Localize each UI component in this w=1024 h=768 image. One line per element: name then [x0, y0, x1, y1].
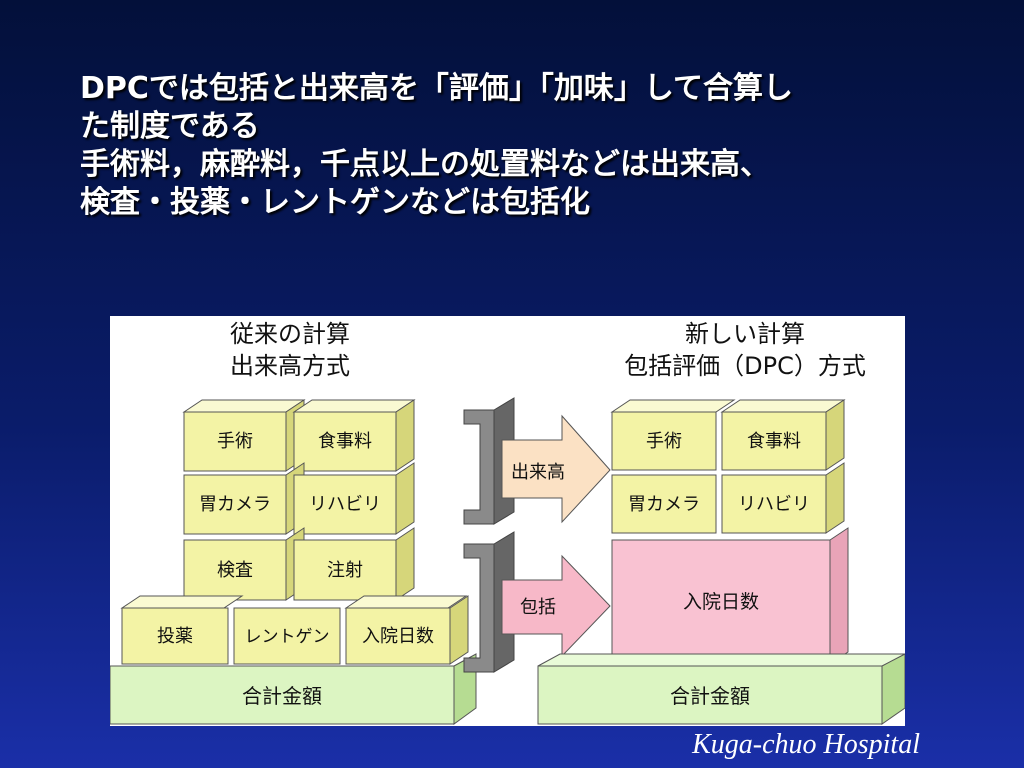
left-title-line-1: 従来の計算 [230, 320, 350, 348]
left-title-line-2: 出来高方式 [230, 352, 350, 380]
left-block-surgery: 手術 [182, 399, 306, 472]
heading-line-3: 手術料，麻酔料，千点以上の処置料などは出来高、 [80, 147, 770, 182]
right-base-label: 合計金額 [670, 684, 750, 708]
left-block-label: レントゲン [245, 627, 330, 647]
left-block-examination: 検査 [183, 527, 305, 601]
dpc-comparison-diagram: 従来の計算 出来高方式 新しい計算 包括評価（DPC）方式 手術 食事料 胃カメ… [110, 320, 905, 725]
right-title-line-1: 新しい計算 [685, 320, 805, 348]
left-block-label: 食事料 [318, 431, 372, 452]
left-block-injection: 注射 [293, 527, 415, 601]
arrow-top-label: 出来高 [511, 462, 565, 483]
left-block-label: 胃カメラ [199, 494, 271, 515]
right-title-line-2: 包括評価（DPC）方式 [624, 352, 866, 380]
left-block-label: 検査 [217, 560, 253, 581]
arrow-bundled: 包括 [501, 554, 611, 658]
right-total-amount-base: 合計金額 [537, 653, 905, 725]
left-base-label: 合計金額 [242, 684, 322, 708]
right-block-label: 入院日数 [683, 591, 759, 613]
left-block-xray: レントゲン [233, 607, 341, 665]
right-block-hospital-days: 入院日数 [611, 527, 849, 665]
right-block-label: 食事料 [747, 431, 801, 452]
heading-line-2: た制度である [80, 109, 260, 144]
diagram-panel: 従来の計算 出来高方式 新しい計算 包括評価（DPC）方式 手術 食事料 胃カメ… [110, 316, 905, 726]
left-block-hospital-days: 入院日数 [344, 595, 469, 665]
right-block-surgery: 手術 [610, 399, 736, 471]
left-block-label: 投薬 [157, 626, 193, 647]
heading-line-1: DPCでは包括と出来高を「評価」「加味」して合算し [80, 71, 794, 106]
right-block-rehab: リハビリ [721, 462, 845, 534]
slide-heading: DPCでは包括と出来高を「評価」「加味」して合算し た制度である 手術料，麻酔料… [80, 70, 980, 222]
arrow-bottom-label: 包括 [520, 597, 556, 618]
left-block-gastroscopy: 胃カメラ [183, 462, 305, 535]
right-block-label: リハビリ [738, 494, 810, 515]
left-block-meal-fee: 食事料 [292, 399, 416, 472]
left-block-label: 手術 [217, 431, 253, 452]
heading-line-4: 検査・投薬・レントゲンなどは包括化 [80, 185, 590, 220]
left-block-label: 入院日数 [362, 626, 434, 647]
left-block-label: 注射 [327, 560, 363, 581]
left-total-amount-base: 合計金額 [110, 653, 477, 725]
arrow-fee-for-service: 出来高 [501, 414, 611, 524]
left-block-label: リハビリ [309, 494, 381, 515]
right-block-label: 胃カメラ [628, 494, 700, 515]
left-block-medication: 投薬 [120, 595, 244, 665]
hospital-credit: Kuga-chuo Hospital [692, 729, 920, 760]
right-block-label: 手術 [646, 431, 682, 452]
right-block-gastroscopy: 胃カメラ [611, 474, 717, 534]
right-block-meal-fee: 食事料 [720, 399, 846, 471]
left-block-rehab: リハビリ [293, 462, 415, 535]
